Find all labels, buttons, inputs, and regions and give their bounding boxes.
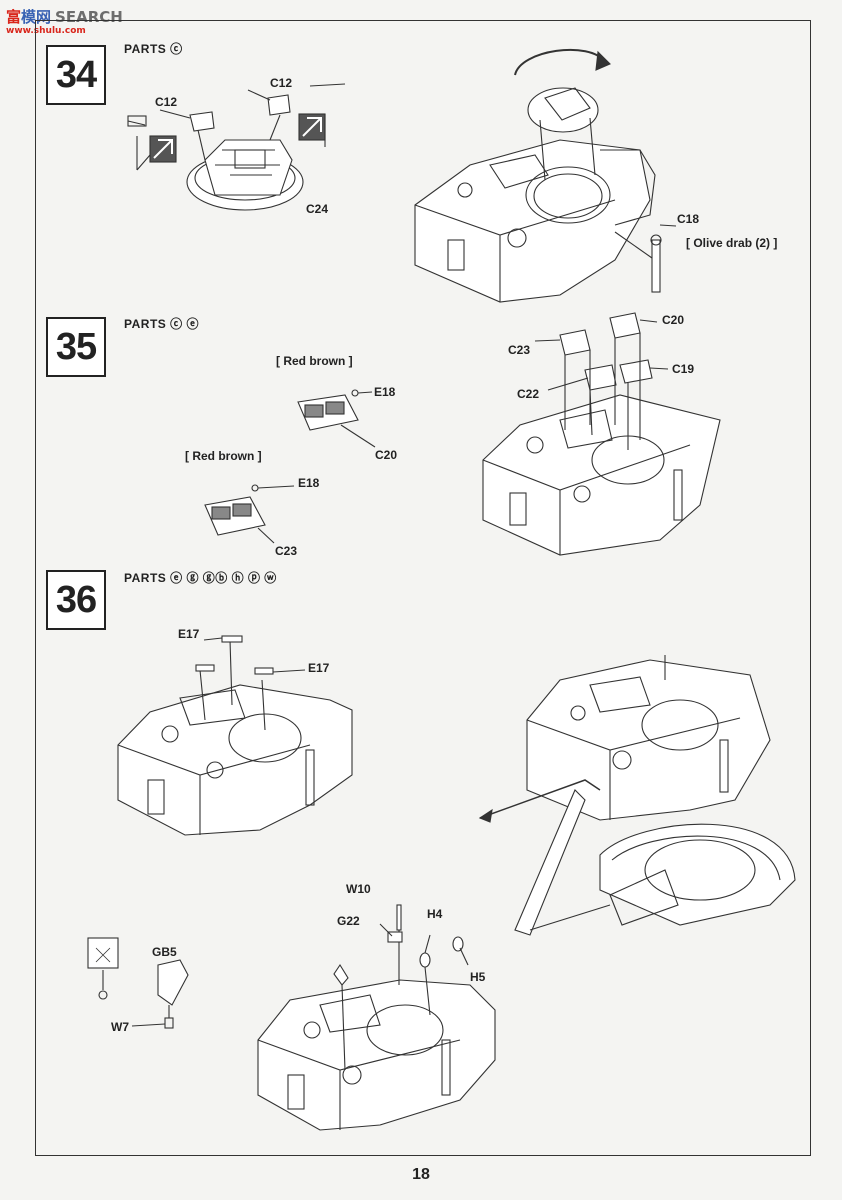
paint-note-olive-drab: [ Olive drab (2) ] [686,236,778,250]
step-35-parts: PARTS ⓒ ⓔ [124,317,199,331]
label-c20-left: C20 [375,448,398,462]
step-36-turret-bottom [257,904,496,1131]
label-c18: C18 [677,212,700,226]
step-36-turret-right [526,655,771,821]
step-34-c12-pieces [127,83,346,161]
step-35-periscope-2 [204,484,295,544]
step-35-turret [482,394,721,556]
watermark-site: www.shulu.com [6,26,86,36]
label-c12-left: C12 [155,95,178,109]
label-w10: W10 [346,882,371,896]
step-36-inset-antenna-base [87,937,189,1029]
label-c22: C22 [517,387,540,401]
watermark-brand: 模网 [21,8,52,26]
paint-note-red-brown-2: [ Red brown ] [185,449,262,463]
label-g22: G22 [337,914,360,928]
step-34-hatch-ring [186,139,304,211]
label-c19: C19 [672,362,695,376]
label-c23-right: C23 [508,343,531,357]
step-34-number: 34 [46,45,106,105]
label-c24: C24 [306,202,329,216]
label-gb5: GB5 [152,945,177,959]
label-e18-top: E18 [374,385,396,399]
step-35-periscopes-exploded [534,312,669,450]
step-36-number: 36 [46,570,106,630]
label-h4: H4 [427,907,443,921]
watermark-logo: 富 [6,8,22,26]
step-36-turret-left [117,635,353,836]
step-36-parts: PARTS ⓔ ⓖ ⓖⓑ ⓗ ⓟ ⓦ [124,571,277,585]
step-36-turret-basket [478,779,796,936]
page-number: 18 [412,1166,430,1183]
step-35-number: 35 [46,317,106,377]
step-35-periscope-1 [297,389,376,448]
page-frame [35,20,811,1156]
watermark-search: SEARCH [55,8,123,26]
label-h5: H5 [470,970,486,984]
step-34-c18-rod [614,224,677,293]
label-e18-bottom: E18 [298,476,320,490]
label-c12-right: C12 [270,76,293,90]
step-34-rotating-hatch [514,48,611,181]
step-34-turret [414,139,656,303]
label-e17-left: E17 [178,627,200,641]
label-c20-right: C20 [662,313,685,327]
paint-note-red-brown-1: [ Red brown ] [276,354,353,368]
label-w7: W7 [111,1020,129,1034]
step-34-parts: PARTS ⓒ [124,42,183,56]
label-c23-left: C23 [275,544,298,558]
label-e17-right: E17 [308,661,330,675]
step-34-flip-icons [136,113,326,171]
